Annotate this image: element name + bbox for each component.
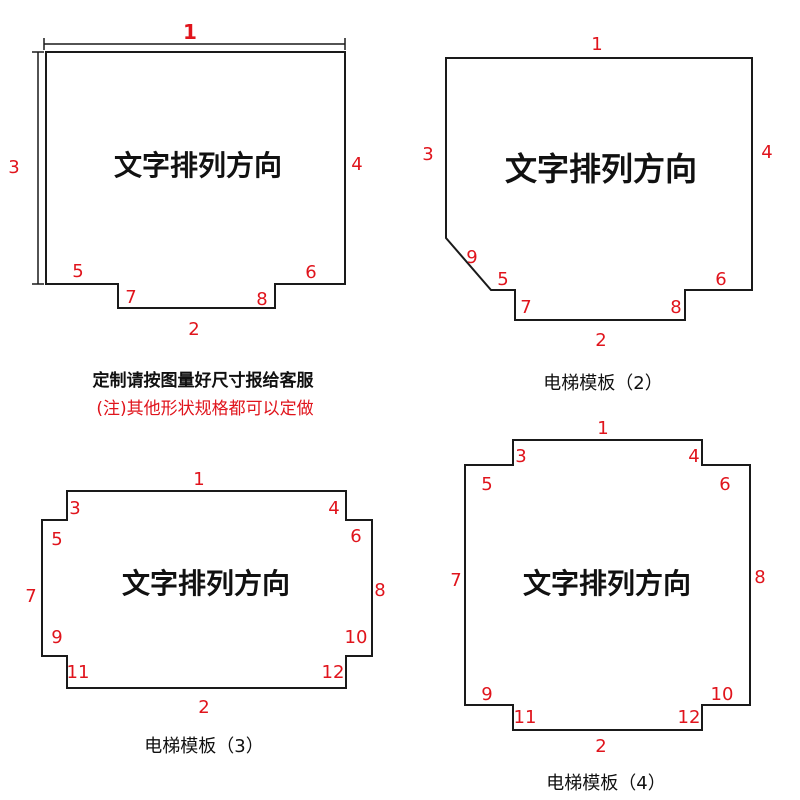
- template-3-label-7: 7: [25, 586, 36, 607]
- template-3-label-11: 11: [67, 662, 90, 683]
- note-line-2: (注)其他形状规格都可以定做: [96, 399, 313, 419]
- template-1-outline: [45, 51, 346, 309]
- template-4-label-8: 8: [754, 567, 765, 588]
- template-4-label-5: 5: [481, 474, 492, 495]
- template-1-label-3: 3: [8, 157, 19, 178]
- template-3-label-6: 6: [350, 526, 361, 547]
- template-1-label-8: 8: [256, 289, 267, 310]
- template-1-label-7: 7: [125, 287, 136, 308]
- template-3-label-9: 9: [51, 627, 62, 648]
- template-3-center-text: 文字排列方向: [122, 567, 290, 600]
- template-2: 文字排列方向 1 2 3 4 5 6 7 8 9 电梯模板（2）: [422, 34, 772, 394]
- template-4-label-1: 1: [597, 418, 608, 439]
- template-3-label-12: 12: [322, 662, 345, 683]
- template-1-label-4: 4: [351, 154, 362, 175]
- template-3-label-3: 3: [69, 498, 80, 519]
- template-4-label-9: 9: [481, 684, 492, 705]
- template-3-outline: [41, 490, 373, 689]
- template-2-label-6: 6: [715, 269, 726, 290]
- template-2-label-7: 7: [520, 297, 531, 318]
- template-4-center-text: 文字排列方向: [523, 567, 691, 600]
- template-2-label-3: 3: [422, 144, 433, 165]
- template-4-label-11: 11: [514, 707, 537, 728]
- template-2-label-8: 8: [670, 297, 681, 318]
- template-2-label-4: 4: [761, 142, 772, 163]
- template-4-label-2: 2: [595, 736, 606, 757]
- template-4-label-7: 7: [450, 570, 461, 591]
- template-1-label-6: 6: [305, 262, 316, 283]
- template-3-label-5: 5: [51, 529, 62, 550]
- template-4-outline: [464, 439, 751, 731]
- template-3-label-10: 10: [345, 627, 368, 648]
- template-3-label-8: 8: [374, 580, 385, 601]
- template-2-caption: 电梯模板（2）: [543, 373, 662, 394]
- template-3-label-1: 1: [193, 469, 204, 490]
- template-2-label-1: 1: [591, 34, 602, 55]
- template-2-label-5: 5: [497, 269, 508, 290]
- template-3: 文字排列方向 1 2 3 4 5 6 7 8 9 10 11 12 电梯模板（3…: [25, 469, 385, 757]
- template-1-center-text: 文字排列方向: [114, 149, 282, 182]
- template-1-label-5: 5: [72, 261, 83, 282]
- template-3-label-4: 4: [328, 498, 339, 519]
- template-1-label-1: 1: [183, 20, 197, 44]
- template-1-label-2: 2: [188, 319, 199, 340]
- note-line-1: 定制请按图量好尺寸报给客服: [93, 370, 315, 391]
- template-2-label-2: 2: [595, 330, 606, 351]
- template-2-label-9: 9: [466, 247, 477, 268]
- template-3-caption: 电梯模板（3）: [144, 736, 263, 757]
- template-4-caption: 电梯模板（4）: [546, 773, 665, 794]
- template-4-label-12: 12: [678, 707, 701, 728]
- template-4: 文字排列方向 1 2 3 4 5 6 7 8 9 10 11 12 电梯模板（4…: [450, 418, 765, 794]
- template-2-outline: [445, 57, 753, 321]
- template-3-label-2: 2: [198, 697, 209, 718]
- template-4-label-6: 6: [719, 474, 730, 495]
- template-4-label-10: 10: [711, 684, 734, 705]
- template-1: 文字排列方向 1 2 3 4 5 6 7 8: [8, 20, 362, 340]
- template-4-label-4: 4: [688, 446, 699, 467]
- template-2-center-text: 文字排列方向: [505, 150, 697, 188]
- template-4-label-3: 3: [515, 446, 526, 467]
